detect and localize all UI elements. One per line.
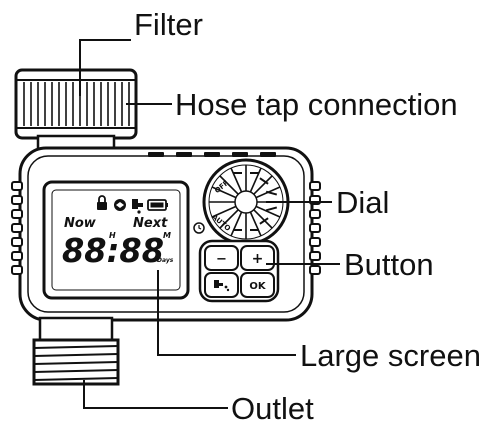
label-dial: Dial	[336, 185, 389, 220]
time-digits: 88:88	[62, 231, 164, 270]
ok-button[interactable]: OK	[240, 272, 275, 298]
label-hose-tap-connection: Hose tap connection	[175, 87, 458, 122]
large-screen-leader	[157, 270, 296, 356]
manual-water-icon	[214, 280, 230, 292]
filter-leader	[79, 39, 131, 96]
large-screen: Now Next 88:88 H M Days	[42, 180, 190, 300]
manual-water-button[interactable]	[204, 272, 239, 298]
plus-button[interactable]: +	[240, 245, 275, 271]
hose-tap-nut	[14, 68, 138, 152]
hour-mark: H	[109, 231, 116, 240]
battery-icon	[147, 199, 168, 211]
label-button: Button	[344, 247, 434, 282]
label-filter: Filter	[134, 7, 203, 42]
timer-icon	[193, 222, 205, 234]
outlet-thread	[32, 338, 120, 386]
label-outlet: Outlet	[231, 391, 314, 426]
next-label: Next	[133, 216, 168, 231]
rain-delay-icon	[114, 199, 126, 211]
tap-icon	[132, 199, 143, 214]
minus-button[interactable]: −	[204, 245, 239, 271]
dial[interactable]: OFF AUTO	[202, 158, 290, 246]
now-label: Now	[64, 216, 97, 231]
ok-label: OK	[249, 281, 267, 292]
plus-label: +	[252, 251, 264, 267]
minute-mark: M	[163, 231, 171, 240]
outlet-leader	[83, 380, 228, 409]
minus-label: −	[216, 252, 227, 267]
lock-icon	[97, 195, 107, 210]
label-large-screen: Large screen	[300, 338, 481, 373]
days-label: Days	[157, 257, 174, 264]
